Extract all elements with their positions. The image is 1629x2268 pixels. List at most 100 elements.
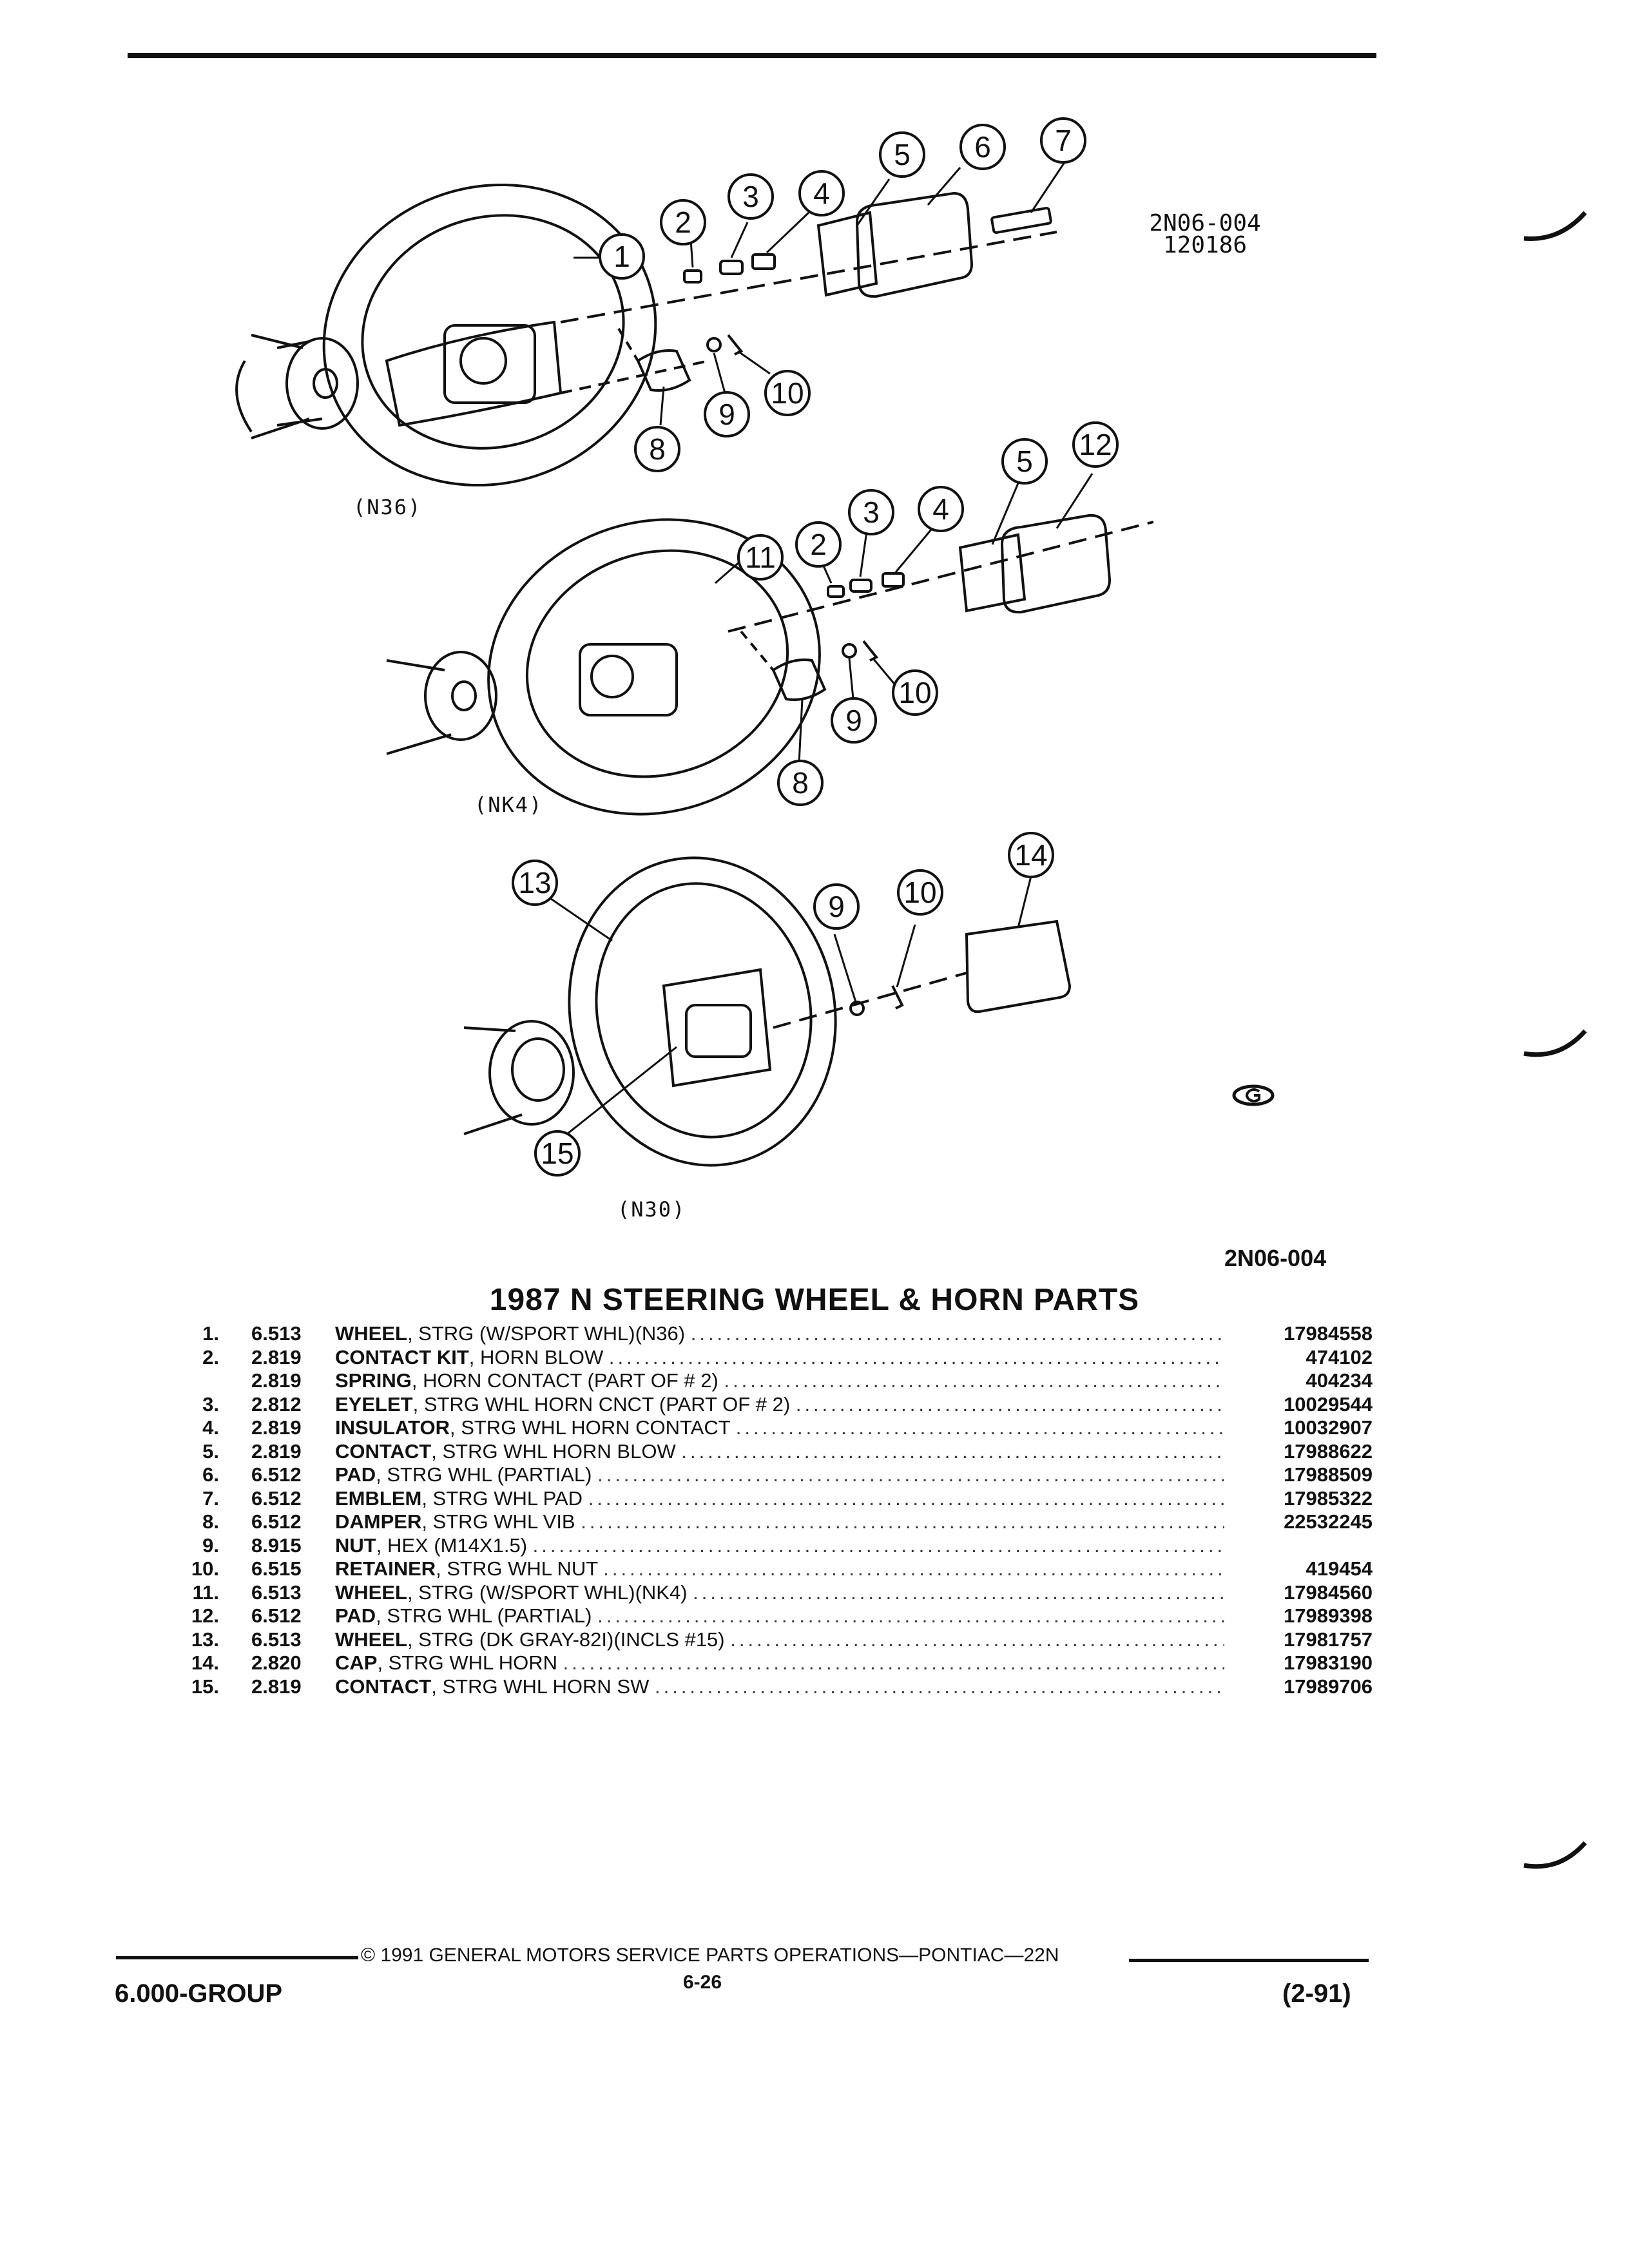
part-group: 2.819: [251, 1345, 302, 1369]
leader-dots: ........................................…: [730, 1628, 1224, 1651]
part-index: 14.: [191, 1651, 219, 1674]
part-description: INSULATOR, STRG WHL HORN CONTACT .......…: [335, 1416, 1224, 1439]
part-number: 17989398: [1284, 1604, 1373, 1627]
callout-4b: 4: [932, 492, 949, 526]
part-description: WHEEL, STRG (W/SPORT WHL)(N36) .........…: [335, 1322, 1224, 1345]
callout-15: 15: [541, 1137, 574, 1170]
part-detail: , STRG (W/SPORT WHL)(N36): [407, 1322, 686, 1345]
part-description: DAMPER, STRG WHL VIB ...................…: [335, 1510, 1224, 1533]
part-description: RETAINER, STRG WHL NUT .................…: [335, 1557, 1224, 1581]
part-index: 12.: [191, 1604, 219, 1627]
part-6-icon: [855, 191, 974, 298]
callout-3: 3: [742, 180, 759, 213]
part-detail: , HORN BLOW: [468, 1345, 604, 1369]
part-group: 6.513: [251, 1322, 302, 1345]
callout-9: 9: [718, 398, 735, 431]
leader-dots: ........................................…: [532, 1533, 1224, 1557]
part-name: WHEEL: [335, 1581, 407, 1604]
part-number: 17983190: [1284, 1651, 1373, 1674]
part-name: INSULATOR: [335, 1416, 450, 1439]
part-2-icon: [683, 269, 702, 284]
leader-dots: ........................................…: [693, 1581, 1224, 1604]
part-number: 10029544: [1284, 1392, 1373, 1416]
part-5-icon: [816, 211, 878, 297]
part-detail: , STRG WHL HORN: [377, 1651, 558, 1674]
leader-dots: ........................................…: [608, 1345, 1224, 1369]
part-number: 404234: [1306, 1369, 1373, 1392]
part-group: 2.812: [251, 1392, 302, 1416]
part-index: 2.: [202, 1345, 219, 1369]
callout-5: 5: [894, 138, 911, 171]
part-number: 17984558: [1284, 1322, 1373, 1345]
top-rule: [128, 53, 1376, 58]
gm-logo-icon: [1232, 1084, 1275, 1106]
footer-group: 6.000-GROUP: [115, 1979, 283, 2008]
part-group: 2.820: [251, 1651, 302, 1674]
callout-9c: 9: [828, 890, 845, 923]
part-name: PAD: [335, 1604, 376, 1627]
part-group: 6.512: [251, 1510, 302, 1533]
part-index: 5.: [202, 1439, 219, 1463]
part-description: PAD, STRG WHL (PARTIAL) ................…: [335, 1463, 1224, 1486]
part-name: CAP: [335, 1651, 378, 1674]
part-detail: , STRG WHL VIB: [421, 1510, 575, 1533]
part-index: 4.: [202, 1416, 219, 1439]
part-description: CONTACT KIT, HORN BLOW .................…: [335, 1346, 1224, 1369]
part-description: PAD, STRG WHL (PARTIAL) ................…: [335, 1604, 1224, 1628]
leader-dots: ........................................…: [724, 1369, 1224, 1392]
part-detail: , STRG WHL PAD: [421, 1486, 583, 1510]
part-index: 10.: [191, 1557, 219, 1580]
part-name: CONTACT: [335, 1439, 432, 1463]
footer-rule-left: [116, 1956, 358, 1959]
table-row: 2. 2.819 CONTACT KIT, HORN BLOW ..........…: [161, 1346, 1373, 1370]
part-3-icon: [719, 260, 744, 275]
callout-2b: 2: [810, 528, 827, 561]
part-index: 13.: [191, 1628, 219, 1651]
part-description: CONTACT, STRG WHL HORN SW ..............…: [335, 1675, 1224, 1698]
leader-dots: ........................................…: [654, 1675, 1224, 1698]
part-name: EYELET: [335, 1392, 413, 1416]
part-4-icon: [751, 253, 776, 270]
footer-date: (2-91): [1282, 1979, 1351, 2008]
part-7-icon: [990, 207, 1052, 234]
diagram-code-bottom: 2N06-004: [1224, 1245, 1327, 1271]
callout-14: 14: [1014, 838, 1047, 872]
part-detail: , STRG WHL (PARTIAL): [376, 1604, 592, 1627]
part-group: 6.512: [251, 1486, 302, 1510]
callout-10b: 10: [898, 676, 931, 709]
part-number: 22532245: [1284, 1510, 1373, 1533]
part-index: 11.: [192, 1581, 219, 1604]
part-name: NUT: [335, 1533, 376, 1557]
part-detail: , HORN CONTACT (PART OF # 2): [411, 1369, 718, 1392]
part-number: 474102: [1306, 1345, 1373, 1369]
part-detail: , STRG (W/SPORT WHL)(NK4): [407, 1581, 688, 1604]
callout-7: 7: [1055, 124, 1072, 157]
callout-3b: 3: [863, 495, 880, 529]
part-description: WHEEL, STRG (DK GRAY-82I)(INCLS #15) ...…: [335, 1628, 1224, 1651]
part-8-icon: [636, 349, 691, 392]
callout-6: 6: [974, 130, 991, 164]
part-group: 6.512: [251, 1604, 302, 1627]
leader-dots: ........................................…: [597, 1463, 1224, 1486]
part-description: WHEEL, STRG (W/SPORT WHL)(NK4) .........…: [335, 1581, 1224, 1604]
leader-dots: ........................................…: [597, 1604, 1224, 1627]
diagram-code-line-2: 120186: [1162, 232, 1248, 258]
part-detail: , HEX (M14X1.5): [376, 1533, 528, 1557]
part-group: 6.513: [251, 1628, 302, 1651]
callout-11: 11: [745, 541, 776, 574]
part-description: SPRING, HORN CONTACT (PART OF # 2) .....…: [335, 1369, 1224, 1392]
part-name: CONTACT: [335, 1675, 432, 1698]
part-index: 3.: [202, 1392, 219, 1416]
punch-mark-icon: [1523, 1841, 1587, 1869]
part-index: 7.: [202, 1486, 219, 1510]
